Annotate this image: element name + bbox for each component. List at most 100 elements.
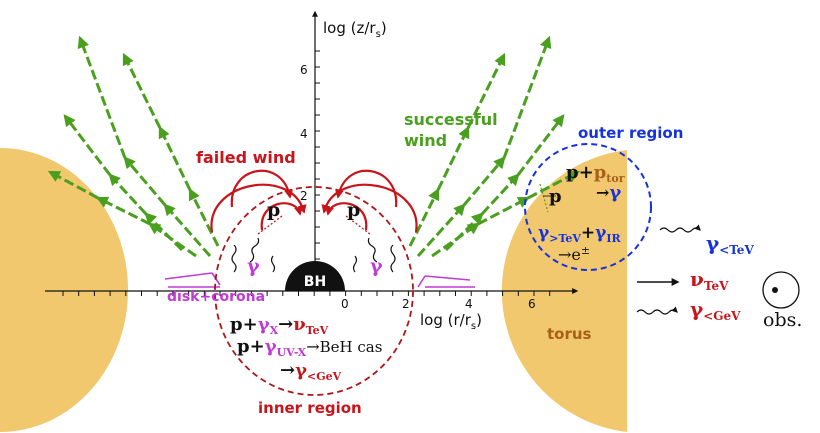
x-axis-label-close: ) xyxy=(476,311,482,329)
wind-arrow xyxy=(77,35,127,159)
inner-eq-1: p+γX→νTeV xyxy=(230,314,329,337)
neutrino-out-nu: ν xyxy=(690,267,704,291)
inner-eq-1-plus: + xyxy=(243,314,258,335)
inner-eq-3: →γ<GeV xyxy=(280,360,342,383)
x-tick-label-2: 2 xyxy=(402,297,410,311)
wind-arrow xyxy=(122,52,162,129)
gamma-left: γ xyxy=(247,255,260,277)
outer-eq-1-plus: + xyxy=(579,162,594,183)
disk-corona-label: disk+corona xyxy=(167,289,265,305)
torus-label: torus xyxy=(547,325,592,343)
x-tick-label-4: 4 xyxy=(465,297,473,311)
outer-eq-4-pm: ± xyxy=(581,244,590,257)
torus-left xyxy=(0,148,128,432)
outer-eq-4-e: e xyxy=(571,245,580,264)
observer-pupil xyxy=(772,287,778,293)
y-axis-label-close: ) xyxy=(381,19,387,37)
inner-eq-1-p: p xyxy=(230,314,243,335)
photon-wiggles xyxy=(231,237,396,273)
wiggle-gamma-tev xyxy=(659,224,701,233)
y-axis-label: log (z/rs) xyxy=(323,19,387,40)
outer-eq-3-sub-ir: IR xyxy=(606,232,621,245)
wind-arrow xyxy=(431,222,480,258)
outer-eq-1-p2: p xyxy=(594,162,607,183)
x-axis-label-sub: s xyxy=(471,321,476,332)
inner-eq-1-sub-tev: TeV xyxy=(306,324,329,337)
wind-arrow xyxy=(436,125,470,191)
wiggle-gamma-gev xyxy=(636,306,678,315)
wind-arrow xyxy=(462,156,506,206)
gamma-gev-out: γ<GeV xyxy=(690,297,741,323)
neutrino-out: νTeV xyxy=(690,267,729,293)
gamma-tev-out-sub: <TeV xyxy=(719,243,754,257)
outer-region-circle xyxy=(524,143,652,271)
wind-arrow xyxy=(477,196,531,226)
outer-eq-2-arrow: → xyxy=(596,183,609,202)
outer-eq-3-gamma2: γ xyxy=(595,223,607,243)
inner-region-circle xyxy=(214,186,414,396)
wind-arrow xyxy=(158,125,192,191)
wind-arrow xyxy=(108,173,148,216)
gamma-tev-out-g: γ xyxy=(706,231,720,255)
wind-arrow xyxy=(63,114,112,176)
wind-arrow xyxy=(148,222,197,258)
inner-eq-2-plus: + xyxy=(250,336,265,357)
outer-eq-1-sub-tor: tor xyxy=(606,172,624,185)
inner-eq-2-beh: BeH cas xyxy=(320,338,383,356)
inner-eq-2-gamma: γ xyxy=(265,336,277,357)
observer-label: obs. xyxy=(763,309,802,331)
y-axis-label-text: log (z/r xyxy=(323,19,376,37)
inner-eq-2: p+γUV-X→BeH cas xyxy=(237,336,382,359)
wind-arrow xyxy=(502,35,552,159)
disk-corona-lines xyxy=(164,272,475,288)
proton-left: p xyxy=(267,199,280,221)
outer-eq-3-plus: + xyxy=(581,223,595,243)
successful-wind-label-line1: successful xyxy=(404,110,498,129)
gamma-gev-out-sub: <GeV xyxy=(703,309,741,323)
x-axis-label: log (r/rs) xyxy=(420,311,482,332)
wind-arrow xyxy=(47,170,99,200)
outer-eq-1-p: p xyxy=(566,162,579,183)
inner-eq-1-gamma: γ xyxy=(258,314,270,335)
wind-arrow xyxy=(444,212,484,252)
wind-arrow xyxy=(144,212,184,252)
gamma-tev-out: γ<TeV xyxy=(706,231,754,257)
black-hole xyxy=(285,261,345,291)
x-tick-label-6: 6 xyxy=(528,297,536,311)
wind-arrow xyxy=(480,173,520,216)
inner-eq-2-arrow: → xyxy=(306,337,319,356)
wind-arrow xyxy=(527,170,581,200)
gamma-gev-out-g: γ xyxy=(690,297,704,321)
wind-arrow xyxy=(188,187,220,247)
inner-region-label: inner region xyxy=(258,399,362,417)
inner-eq-3-arrow: → xyxy=(280,360,295,381)
outer-eq-2-gamma: γ xyxy=(609,182,621,203)
outer-eq-4: →e± xyxy=(558,244,590,264)
inner-eq-2-sub-uvx: UV-X xyxy=(277,346,307,359)
wind-arrow xyxy=(163,203,212,257)
wind-arrow xyxy=(95,196,151,226)
outer-eq-2: →γ xyxy=(596,182,621,203)
outer-eq-3-gamma: γ xyxy=(538,223,550,243)
proton-right: p xyxy=(347,199,360,221)
y-tick-label-6: 6 xyxy=(300,63,308,77)
neutrino-out-sub: TeV xyxy=(704,279,729,293)
y-tick-label-4: 4 xyxy=(300,127,308,141)
failed-wind-arcs xyxy=(210,169,418,233)
outer-region-label: outer region xyxy=(578,124,683,142)
outer-eq-2-p: p xyxy=(549,186,562,207)
wind-arrow xyxy=(516,114,565,176)
y-axis-label-sub: s xyxy=(376,29,381,40)
wind-arrow xyxy=(408,187,440,247)
successful-wind-arrows xyxy=(47,35,581,258)
x-axis-label-text: log (r/r xyxy=(420,311,472,329)
inner-eq-1-arrow: → xyxy=(278,314,293,335)
bh-label: BH xyxy=(304,274,326,290)
gamma-right: γ xyxy=(370,255,383,277)
outer-eq-1: p+ptor xyxy=(566,162,625,185)
outer-eq-3-sub-tev: >TeV xyxy=(549,232,581,245)
observer-eye-icon xyxy=(762,271,800,309)
proton-dotted-trails xyxy=(257,215,371,235)
